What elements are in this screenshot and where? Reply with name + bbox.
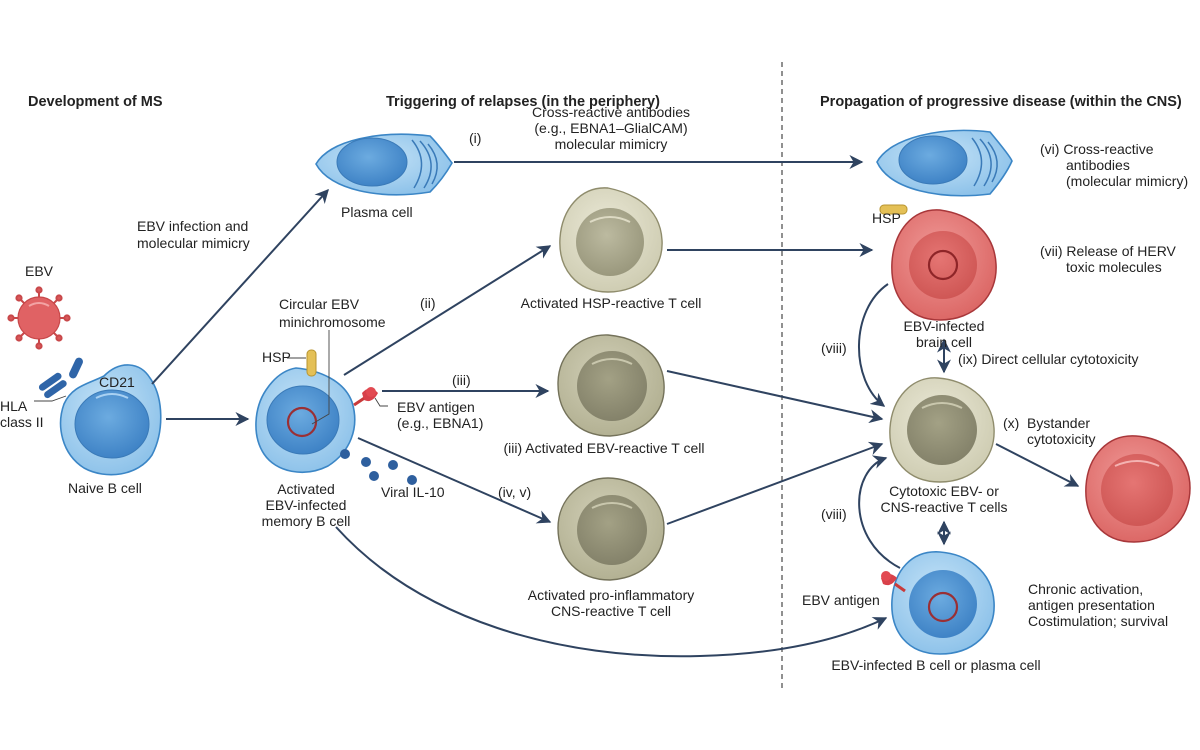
memory-b-cell-label-line3: memory B cell — [261, 513, 351, 529]
cns-t-cell-label-line2: CNS-reactive T cell — [550, 603, 672, 619]
x-label: (x) — [1003, 415, 1020, 431]
heading-development: Development of MS — [28, 94, 163, 110]
ebv-infected-brain-cell — [879, 204, 997, 321]
x-label-line1: Bystander — [1027, 415, 1091, 431]
ebv-virus-icon — [7, 286, 71, 350]
ebv-infection-label-line2: molecular mimicry — [137, 235, 250, 251]
vi-label-line3: (molecular mimicry) — [1066, 173, 1189, 189]
plasma-cell-label: Plasma cell — [341, 204, 413, 220]
ebv-reactive-t-cell — [557, 334, 665, 437]
memory-b-cell — [255, 330, 417, 485]
vi-label-line1: (vi) Cross-reactive — [1040, 141, 1154, 157]
x-label-line2: cytotoxicity — [1027, 431, 1096, 447]
arrow-ii-memory-to-hsp-t — [343, 245, 552, 376]
route-iii-label: (iii) — [452, 372, 471, 388]
hsp-icon — [879, 204, 908, 215]
cd21-label: CD21 — [99, 374, 135, 390]
cns-ebv-antigen-label: EBV antigen — [802, 592, 880, 608]
cns-ebv-infected-b-cell — [881, 551, 995, 655]
naive-b-cell — [34, 357, 162, 476]
cns-b-cell-label: EBV-infected B cell or plasma cell — [831, 657, 1041, 673]
ebv-antigen-icon — [881, 571, 906, 593]
ebv-infection-label-line1: EBV infection and — [137, 218, 249, 234]
route-i-label: (i) — [469, 130, 482, 146]
viii-top-label: (viii) — [821, 340, 847, 356]
cns-reactive-t-cell — [557, 477, 665, 581]
arrow-iv-v-memory-to-cns-t — [357, 437, 552, 524]
ebv-antigen-label-line1: EBV antigen — [397, 399, 475, 415]
ebv-antigen-label-line2: (e.g., EBNA1) — [397, 415, 484, 431]
cytotoxic-label-line2: CNS-reactive T cells — [880, 499, 1008, 515]
chronic-label-line1: Chronic activation, — [1028, 581, 1144, 597]
brain-hsp-label: HSP — [872, 210, 901, 226]
naive-b-cell-label: Naive B cell — [68, 480, 142, 496]
brain-cell-label-line2: brain cell — [915, 334, 973, 350]
route-iv-v-label: (iv, v) — [498, 484, 532, 500]
cytotoxic-label-line1: Cytotoxic EBV- or — [889, 483, 999, 499]
arrow-cns-t-to-cytotoxic — [666, 441, 884, 525]
arrow-x-bystander — [995, 443, 1080, 487]
arrow-ebv-t-to-cytotoxic — [666, 370, 884, 424]
cross-reactive-label-line3: molecular mimicry — [554, 136, 668, 152]
viral-il10-label: Viral IL-10 — [381, 484, 445, 500]
cross-reactive-label-line2: (e.g., EBNA1–GlialCAM) — [534, 120, 688, 136]
cd21-receptor-icon — [69, 357, 83, 379]
ebv-label: EBV — [25, 263, 54, 279]
cytotoxic-t-cell — [889, 377, 995, 483]
memory-b-cell-label-line2: EBV-infected — [265, 497, 347, 513]
brain-cell-label-line1: EBV-infected — [903, 318, 985, 334]
hla-label-line2: class II — [0, 414, 44, 430]
vii-label-line2: toxic molecules — [1066, 259, 1162, 275]
memory-b-cell-label-line1: Activated — [277, 481, 335, 497]
viral-il10-icon — [340, 449, 417, 485]
heading-triggering: Triggering of relapses (in the periphery… — [386, 94, 660, 110]
vii-label-line1: (vii) Release of HERV — [1040, 243, 1176, 259]
arrow-naive-to-plasma — [151, 188, 329, 385]
route-ii-label: (ii) — [420, 295, 436, 311]
hsp-t-cell-label: Activated HSP-reactive T cell — [520, 295, 702, 311]
cns-t-cell-label-line1: Activated pro-inflammatory — [527, 587, 695, 603]
circular-ebv-label-line1: Circular EBV — [279, 296, 360, 312]
arrow-viii-bottom — [858, 455, 901, 569]
arrow-memory-to-cns-b-cell — [335, 526, 888, 658]
vi-label-line2: antibodies — [1066, 157, 1130, 173]
plasma-cell — [315, 133, 453, 196]
circular-ebv-label-line2: minichromosome — [279, 314, 386, 330]
hla-label-line1: HLA — [0, 398, 28, 414]
hsp-icon — [306, 349, 317, 377]
chronic-label-line2: antigen presentation — [1028, 597, 1155, 613]
ebv-antigen-icon — [353, 387, 378, 407]
viii-bottom-label: (viii) — [821, 506, 847, 522]
hsp-reactive-t-cell — [559, 187, 663, 293]
ebv-t-cell-label: (iii) Activated EBV-reactive T cell — [503, 440, 705, 456]
cross-reactive-label-line1: Cross-reactive antibodies — [532, 104, 690, 120]
hsp-label: HSP — [262, 349, 291, 365]
bystander-target-cell — [1085, 435, 1191, 543]
arrow-viii-top — [858, 283, 889, 407]
heading-propagation: Propagation of progressive disease (with… — [820, 94, 1182, 110]
hla-class-ii-icon — [38, 372, 67, 399]
cns-plasma-cell — [876, 129, 1013, 197]
chronic-label-line3: Costimulation; survival — [1028, 613, 1169, 629]
ix-label: (ix) Direct cellular cytotoxicity — [958, 351, 1139, 367]
